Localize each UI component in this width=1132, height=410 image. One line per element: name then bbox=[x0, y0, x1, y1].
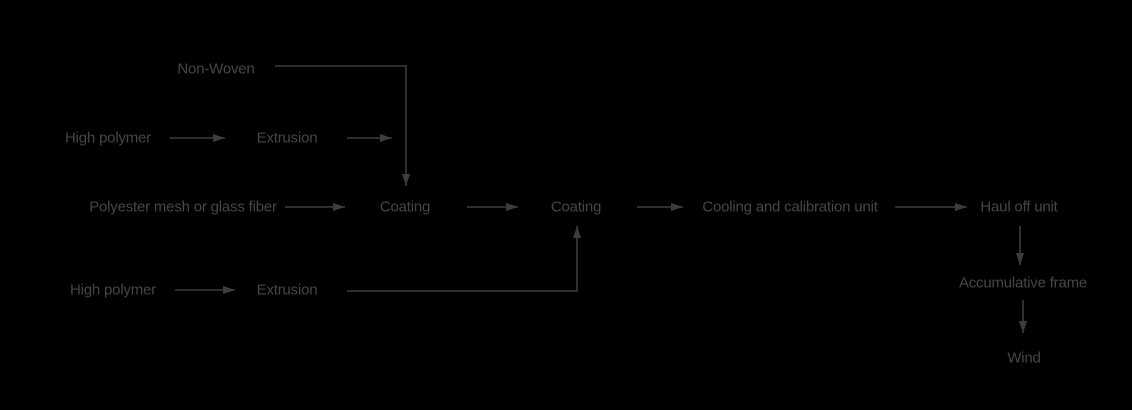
node-haul-off-unit: Haul off unit bbox=[980, 198, 1058, 216]
node-high-polymer-bottom: High polymer bbox=[70, 281, 156, 299]
node-non-woven: Non-Woven bbox=[177, 60, 255, 78]
node-coating-2: Coating bbox=[550, 198, 602, 216]
node-coating-1: Coating bbox=[379, 198, 431, 216]
node-polyester-mesh: Polyester mesh or glass fiber bbox=[89, 198, 277, 216]
node-cooling-calibration-unit: Cooling and calibration unit bbox=[702, 198, 878, 216]
node-high-polymer-top: High polymer bbox=[65, 129, 151, 147]
arrow-non-woven-to-coating-1 bbox=[275, 65, 410, 186]
node-extrusion-top: Extrusion bbox=[256, 129, 318, 147]
node-accumulative-frame: Accumulative frame bbox=[958, 274, 1088, 292]
node-extrusion-bottom: Extrusion bbox=[256, 281, 318, 299]
arrow-extrusion-2-to-coating-2 bbox=[347, 226, 581, 292]
node-wind: Wind bbox=[1007, 349, 1041, 367]
